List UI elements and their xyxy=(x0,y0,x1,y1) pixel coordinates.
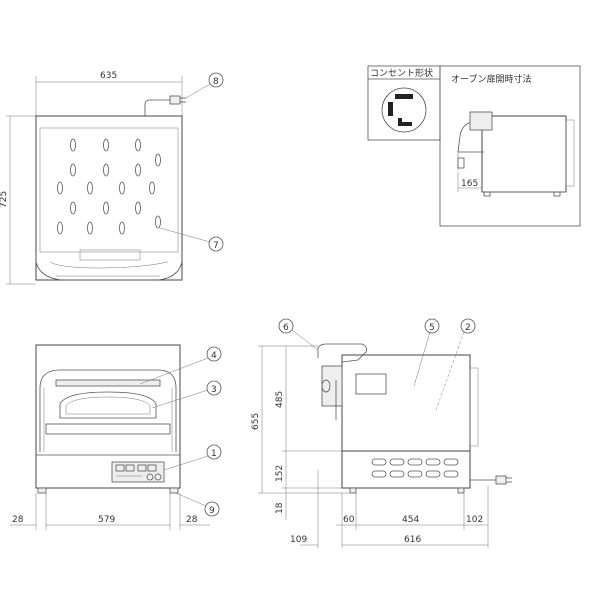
dim-side-upper: 485 xyxy=(275,391,285,408)
callout-8: 8 xyxy=(213,77,219,87)
side-vents xyxy=(371,458,459,478)
side-view: 6 5 2 655 485 152 18 60 454 102 xyxy=(251,318,512,548)
dim-front-right: 28 xyxy=(186,515,198,525)
callout-6: 6 xyxy=(283,323,289,333)
front-view: 4 3 1 9 28 579 28 xyxy=(10,344,222,530)
door-open-title: オーブン扉開時寸法 xyxy=(451,73,531,85)
outlet-shape-box: コンセント形状 xyxy=(367,65,441,141)
dim-side-lower: 152 xyxy=(275,465,285,482)
vent-slots xyxy=(57,138,161,235)
top-view: 635 725 xyxy=(0,71,224,285)
door-handle xyxy=(55,379,161,387)
dim-top-width: 635 xyxy=(100,71,117,81)
dim-side-c: 102 xyxy=(466,515,483,525)
side-base xyxy=(341,450,471,489)
dim-door-open: 165 xyxy=(461,179,478,189)
dim-side-total: 655 xyxy=(251,413,261,430)
callout-3: 3 xyxy=(211,385,217,395)
dim-front-left: 28 xyxy=(12,515,24,525)
door-window xyxy=(59,391,157,419)
dim-side-b: 454 xyxy=(402,515,419,525)
top-view-body xyxy=(35,115,183,281)
callout-4: 4 xyxy=(211,351,217,361)
dim-top-depth: 725 xyxy=(0,191,9,208)
callout-9: 9 xyxy=(209,506,215,516)
door-open-box: オーブン扉開時寸法 165 xyxy=(439,65,581,227)
dim-side-e: 616 xyxy=(404,535,421,545)
side-body xyxy=(341,354,471,452)
outlet-icon xyxy=(381,87,427,133)
power-cord xyxy=(144,99,172,116)
dim-side-d: 109 xyxy=(290,535,307,545)
callout-5: 5 xyxy=(429,323,435,333)
outlet-title: コンセント形状 xyxy=(370,67,433,79)
dim-side-a: 60 xyxy=(343,515,355,525)
dim-side-foot: 18 xyxy=(275,502,285,514)
dim-front-mid: 579 xyxy=(98,515,115,525)
control-panel xyxy=(111,461,165,483)
callout-7: 7 xyxy=(213,241,219,251)
callout-2: 2 xyxy=(465,323,471,333)
callout-1: 1 xyxy=(211,449,217,459)
